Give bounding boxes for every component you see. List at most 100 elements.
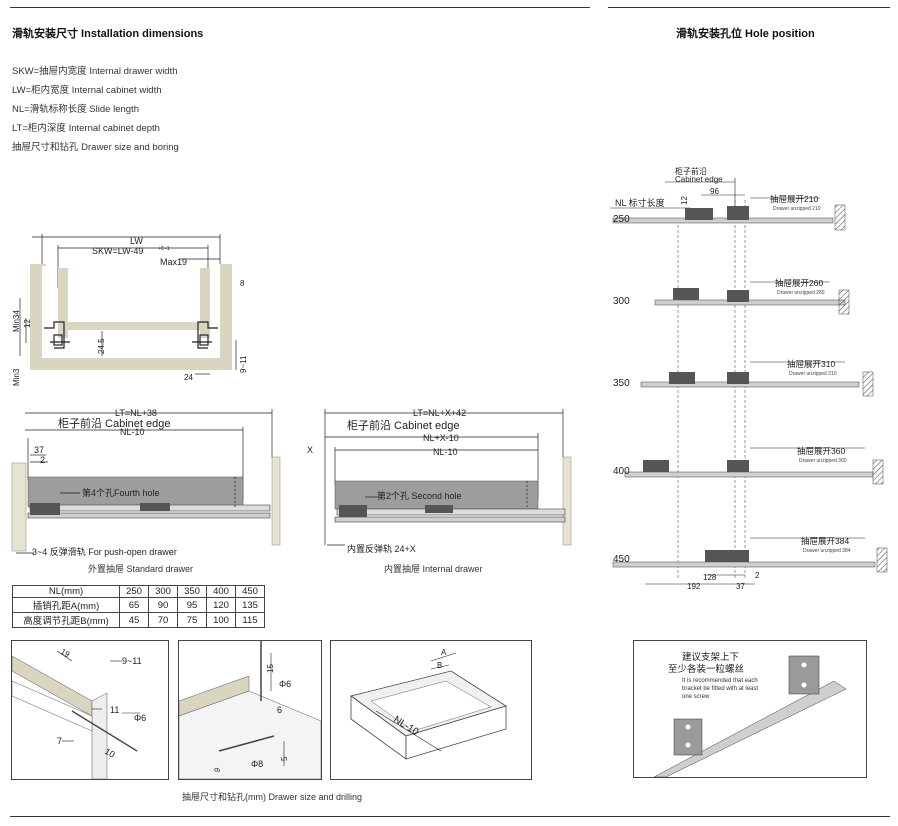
definition-skw: SKW=抽屉内宽度 Internal drawer width (12, 66, 178, 77)
dim-192: 192 (687, 582, 701, 590)
drilling-diagram-2: 15 Φ6 6 9 Φ8 5 (178, 641, 322, 780)
right-title: 滑轨安装孔位 Hole position (676, 28, 815, 40)
dim-37: 37 (34, 445, 44, 455)
dim-6: 6 (277, 705, 282, 715)
table-cell: 95 (177, 597, 207, 613)
slide-rail-lower (27, 512, 271, 519)
drilling-diagram-3: A B NL-10 (350, 648, 507, 760)
drawer-bottom (58, 322, 210, 330)
cabinet-wall-left (11, 462, 27, 552)
dim-7: 7 (57, 736, 62, 746)
cabinet-edge-label: 柜子前沿 Cabinet edge (58, 416, 171, 430)
table-cell: 250 (119, 585, 149, 598)
dim-phi8: Φ8 (251, 759, 263, 769)
recommend-en2: bracket be fitted with at least (682, 686, 758, 692)
dim-nl10: NL-10 (120, 427, 145, 437)
drilling-caption: 抽屉尺寸和钻孔(mm) Drawer size and drilling (182, 792, 363, 802)
nl-350: 350 (613, 378, 630, 389)
table-cell: 45 (119, 612, 149, 628)
table-cell: 135 (235, 597, 265, 613)
dim-b: B (437, 661, 442, 670)
dim-19: 19 (59, 647, 72, 660)
dim-lt: LT=NL+X+42 (413, 408, 466, 418)
dim-nlx10: NL+X-10 (423, 433, 459, 443)
table-cell: 65 (119, 597, 149, 613)
drilling-panel-3: A B NL-10 (330, 640, 532, 780)
second-hole-label: 第2个孔 Second hole (377, 490, 462, 501)
cabinet-back-wall (562, 456, 572, 546)
unzip-en-250: Drawer unzipped 210 (773, 206, 821, 212)
drilling-panel-2: 15 Φ6 6 9 Φ8 5 (178, 640, 322, 780)
dim-11: 11 (110, 705, 119, 715)
push-open-label: 3~4 反弹滑轨 For push-open drawer (32, 546, 177, 557)
dim-min34: Min34 (12, 310, 21, 332)
slide-rail-lower (334, 516, 566, 523)
drawer-left-side (58, 268, 68, 338)
nl-450: 450 (613, 554, 630, 565)
hole-row-350 (640, 361, 874, 397)
internal-push-label: 内置反弹轨 24+X (347, 543, 416, 554)
dim-10: 10 (103, 746, 117, 760)
front-bracket (339, 505, 367, 517)
recommendation-diagram: 建议支架上下 至少各装一粒螺丝 It is recommended that e… (653, 651, 847, 778)
table-cell: 120 (206, 597, 236, 613)
definition-lw: LW=柜内宽度 Internal cabinet width (12, 85, 162, 96)
dim-phi6-b: Φ6 (279, 679, 291, 689)
internal-drawer-diagram: LT=NL+X+42 柜子前沿 Cabinet edge X NL+X-10 N… (307, 408, 572, 554)
hole-row-250 (612, 197, 846, 231)
dim-24-5: 24.5 (97, 338, 106, 354)
top-rule-right (608, 7, 890, 8)
table-cell: 70 (148, 612, 178, 628)
cabinet-edge-label: 柜子前沿 Cabinet edge (347, 418, 460, 432)
front-bracket (30, 503, 60, 515)
dim-8: 8 (240, 279, 245, 288)
fourth-hole-label: 第4个孔Fourth hole (82, 487, 160, 498)
table-cell: 300 (148, 585, 178, 598)
table-cell: 75 (177, 612, 207, 628)
unzip-en-450: Drawer unzipped 384 (803, 548, 851, 554)
table-cell: 350 (177, 585, 207, 598)
drilling-panel-1: 19 9~11 11 Φ6 7 10 (11, 640, 169, 780)
cabinet-edge-en: Cabinet edge (675, 175, 723, 184)
dim-a: A (441, 648, 447, 657)
dim-lt: LT=NL+38 (115, 408, 157, 418)
definition-boring: 抽屉尺寸和钻孔 Drawer size and boring (12, 142, 179, 153)
dim-nl10: NL-10 (433, 447, 458, 457)
cabinet-left-wall (30, 264, 42, 370)
hole-row-400 (624, 447, 884, 485)
unzip-en-400: Drawer unzipped 360 (799, 458, 847, 464)
recommend-cn1: 建议支架上下 (682, 651, 739, 663)
dim-12: 12 (23, 319, 32, 328)
hole-position-rows (612, 197, 888, 573)
unzip-cn-450: 抽屉展开384 (801, 536, 849, 546)
hole-position-diagram: 柜子前沿 Cabinet edge NL 标寸长度 12 96 (610, 166, 888, 590)
table-cell: 90 (148, 597, 178, 613)
table-row: 高度调节孔距B(mm) 45 70 75 100 115 (12, 612, 265, 628)
nl-400: 400 (613, 466, 630, 477)
unzip-cn-300: 抽屉展开260 (775, 278, 823, 288)
rear-bracket (140, 503, 170, 511)
cabinet-bottom (30, 358, 232, 370)
front-view-diagram: LW SKW=LW-49 +0 -1 Max19 8 Min34 12 24.5… (12, 234, 248, 386)
rear-bracket (425, 505, 453, 513)
nl-250: 250 (613, 214, 630, 225)
drawer-right-side (200, 268, 210, 338)
standard-drawer-caption: 外置抽屉 Standard drawer (88, 564, 194, 574)
dim-phi6: Φ6 (134, 713, 146, 723)
recommend-en1: It is recommended that each (682, 678, 758, 684)
dim-96: 96 (710, 187, 719, 196)
table-cell: 450 (235, 585, 265, 598)
unzip-en-300: Drawer unzipped 260 (777, 290, 825, 296)
drilling-diagram-1: 19 9~11 11 Φ6 7 10 (11, 647, 146, 780)
dim-9-11: 9~11 (239, 355, 248, 373)
internal-drawer-caption: 内置抽屉 Internal drawer (384, 564, 483, 574)
table-cell: 高度调节孔距B(mm) (12, 612, 120, 628)
hole-row-450 (612, 537, 888, 573)
table-cell: NL(mm) (12, 585, 120, 598)
cabinet-edge-cn: 柜子前沿 (675, 166, 707, 176)
dim-skw: SKW=LW-49 (92, 246, 143, 256)
nl-label: NL 标寸长度 (615, 197, 665, 208)
left-title: 滑轨安装尺寸 Installation dimensions (12, 28, 204, 40)
cabinet-back-wall (271, 456, 281, 546)
dim-max19: Max19 (160, 257, 187, 267)
